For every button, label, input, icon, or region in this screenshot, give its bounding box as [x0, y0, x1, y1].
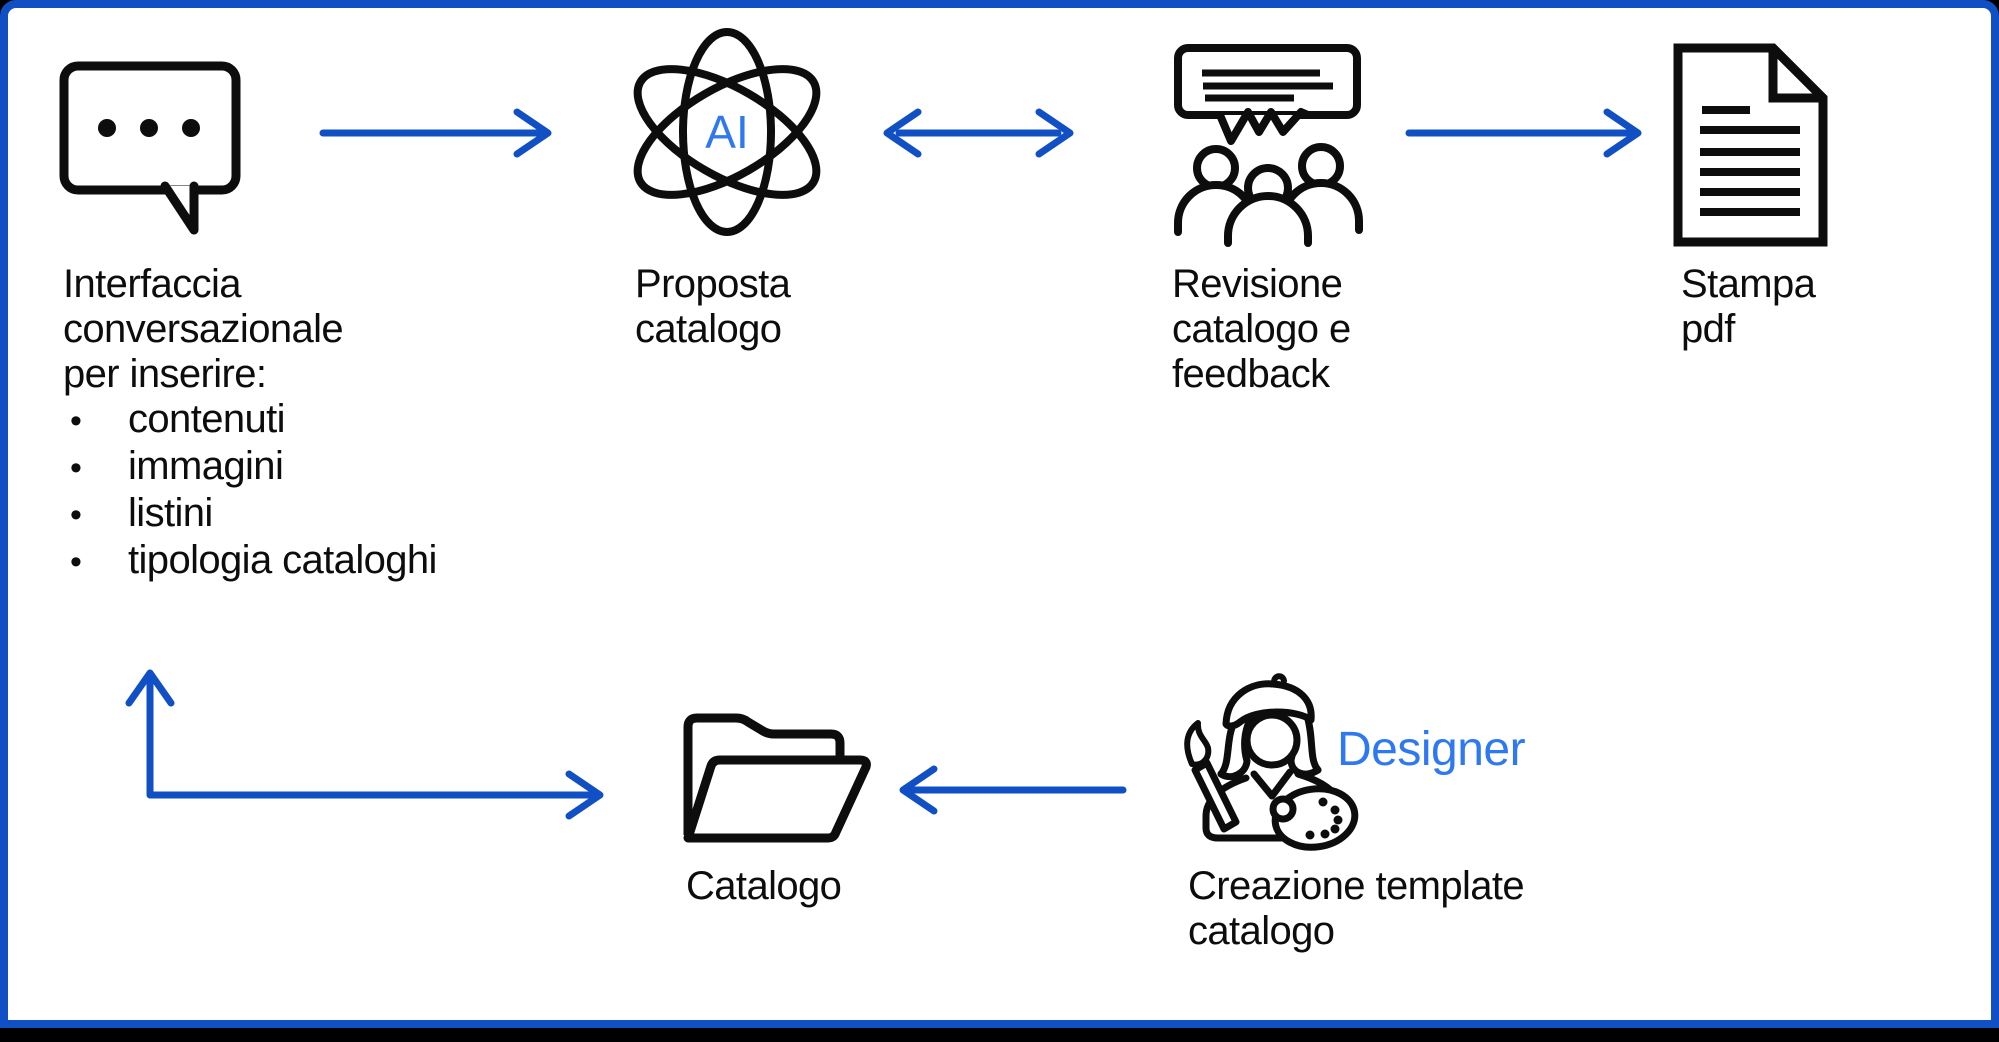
bullet-item: • contenuti — [63, 397, 437, 444]
bullet-glyph: • — [70, 402, 82, 440]
step-title-line: pdf — [1681, 307, 1735, 351]
step5-label: Catalogo — [686, 864, 842, 909]
step-title-line: Stampa — [1681, 262, 1816, 306]
step-title-line: catalogo e — [1172, 307, 1351, 351]
step-title-line: Interfaccia — [63, 262, 242, 306]
bullet-text: contenuti — [128, 397, 286, 441]
step-title-line: per inserire: — [63, 352, 267, 396]
step3-label: Revisione catalogo e feedback — [1172, 262, 1351, 397]
step-title-line: Revisione — [1172, 262, 1343, 306]
ai-atom-icon: AI — [633, 28, 821, 236]
person-center — [1224, 164, 1312, 247]
feedback-group-icon — [1174, 44, 1363, 247]
designer-artist-icon — [1184, 673, 1359, 851]
arrow-revision-to-stampa — [1405, 108, 1642, 158]
step4-label: Stampa pdf — [1681, 262, 1816, 352]
step6-label: Creazione template catalogo — [1188, 864, 1525, 954]
step-title-line: feedback — [1172, 352, 1330, 396]
arrow-ai-revision-bidirectional — [883, 108, 1074, 158]
arrow-elbow-catalogo-interface — [125, 669, 604, 820]
bullet-text: tipologia cataloghi — [128, 538, 437, 582]
step-title-line: Proposta — [635, 262, 791, 306]
bullet-item: • tipologia cataloghi — [63, 538, 437, 585]
step-title-line: conversazionale — [63, 307, 344, 351]
bullet-item: • listini — [63, 491, 437, 538]
designer-role-label: Designer — [1337, 723, 1526, 776]
step-title-line: Catalogo — [686, 864, 842, 908]
bullet-glyph: • — [70, 449, 82, 487]
ai-label: AI — [705, 106, 748, 158]
bullet-text: immagini — [128, 444, 284, 488]
step2-label: Proposta catalogo — [635, 262, 791, 352]
arrow-designer-to-catalogo — [899, 765, 1127, 815]
step-title-line: Creazione template — [1188, 864, 1525, 908]
chat-bubble-icon — [59, 61, 241, 235]
step-title-line: catalogo — [1188, 909, 1335, 953]
pdf-document-icon — [1673, 43, 1828, 247]
bullet-text: listini — [128, 491, 213, 535]
step-title-line: catalogo — [635, 307, 782, 351]
bullet-glyph: • — [70, 543, 82, 581]
arrow-interface-to-ai — [319, 108, 552, 158]
step1-label: Interfaccia conversazionale per inserire… — [63, 262, 437, 585]
open-folder-icon — [683, 713, 871, 843]
bullet-glyph: • — [70, 496, 82, 534]
bullet-item: • immagini — [63, 444, 437, 491]
